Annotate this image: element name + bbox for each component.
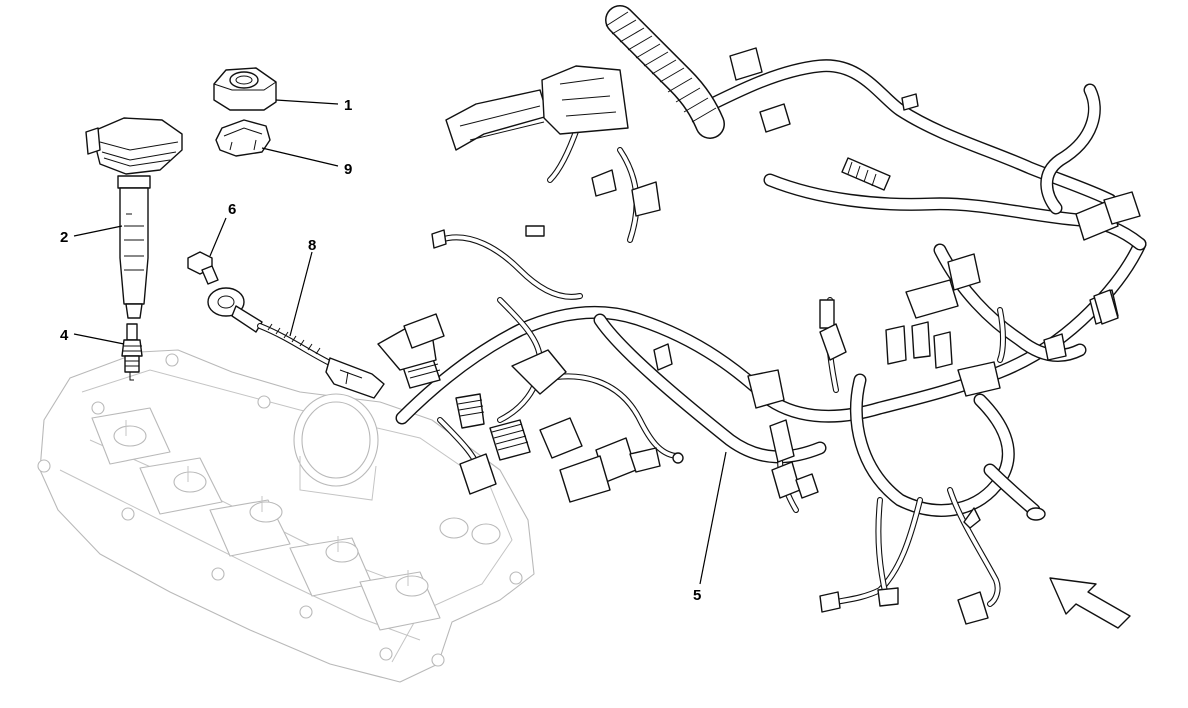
- coil-seal: [215, 119, 271, 157]
- bolt: [187, 251, 219, 285]
- callout-4: 4: [60, 327, 69, 344]
- callout-2: 2: [60, 229, 68, 246]
- callout-numbers: 1 9 2 6 8 4 5: [60, 97, 701, 604]
- valve-cover-ghost: [37, 349, 535, 683]
- callout-1: 1: [344, 97, 352, 114]
- leader-1: [275, 99, 339, 105]
- orientation-arrow-icon: [1049, 577, 1131, 629]
- ignition-coil: [85, 117, 183, 319]
- harness-conduit: [605, 5, 725, 139]
- spark-plug: [121, 323, 143, 381]
- leader-lines: [73, 99, 727, 585]
- callout-8: 8: [308, 237, 316, 254]
- callout-6: 6: [228, 201, 236, 218]
- leader-8: [289, 251, 313, 337]
- leader-2: [73, 225, 123, 237]
- harness-connectors: [377, 47, 1141, 625]
- leader-9: [261, 147, 339, 167]
- knock-sensor: [207, 287, 385, 399]
- leader-4: [73, 333, 125, 345]
- callout-9: 9: [344, 161, 352, 178]
- wiring-harness: [377, 5, 1147, 625]
- harness-clips: [431, 93, 1119, 529]
- callout-5: 5: [693, 587, 701, 604]
- leader-6: [209, 217, 227, 257]
- leader-5: [699, 451, 727, 585]
- coil-cap: [213, 67, 277, 111]
